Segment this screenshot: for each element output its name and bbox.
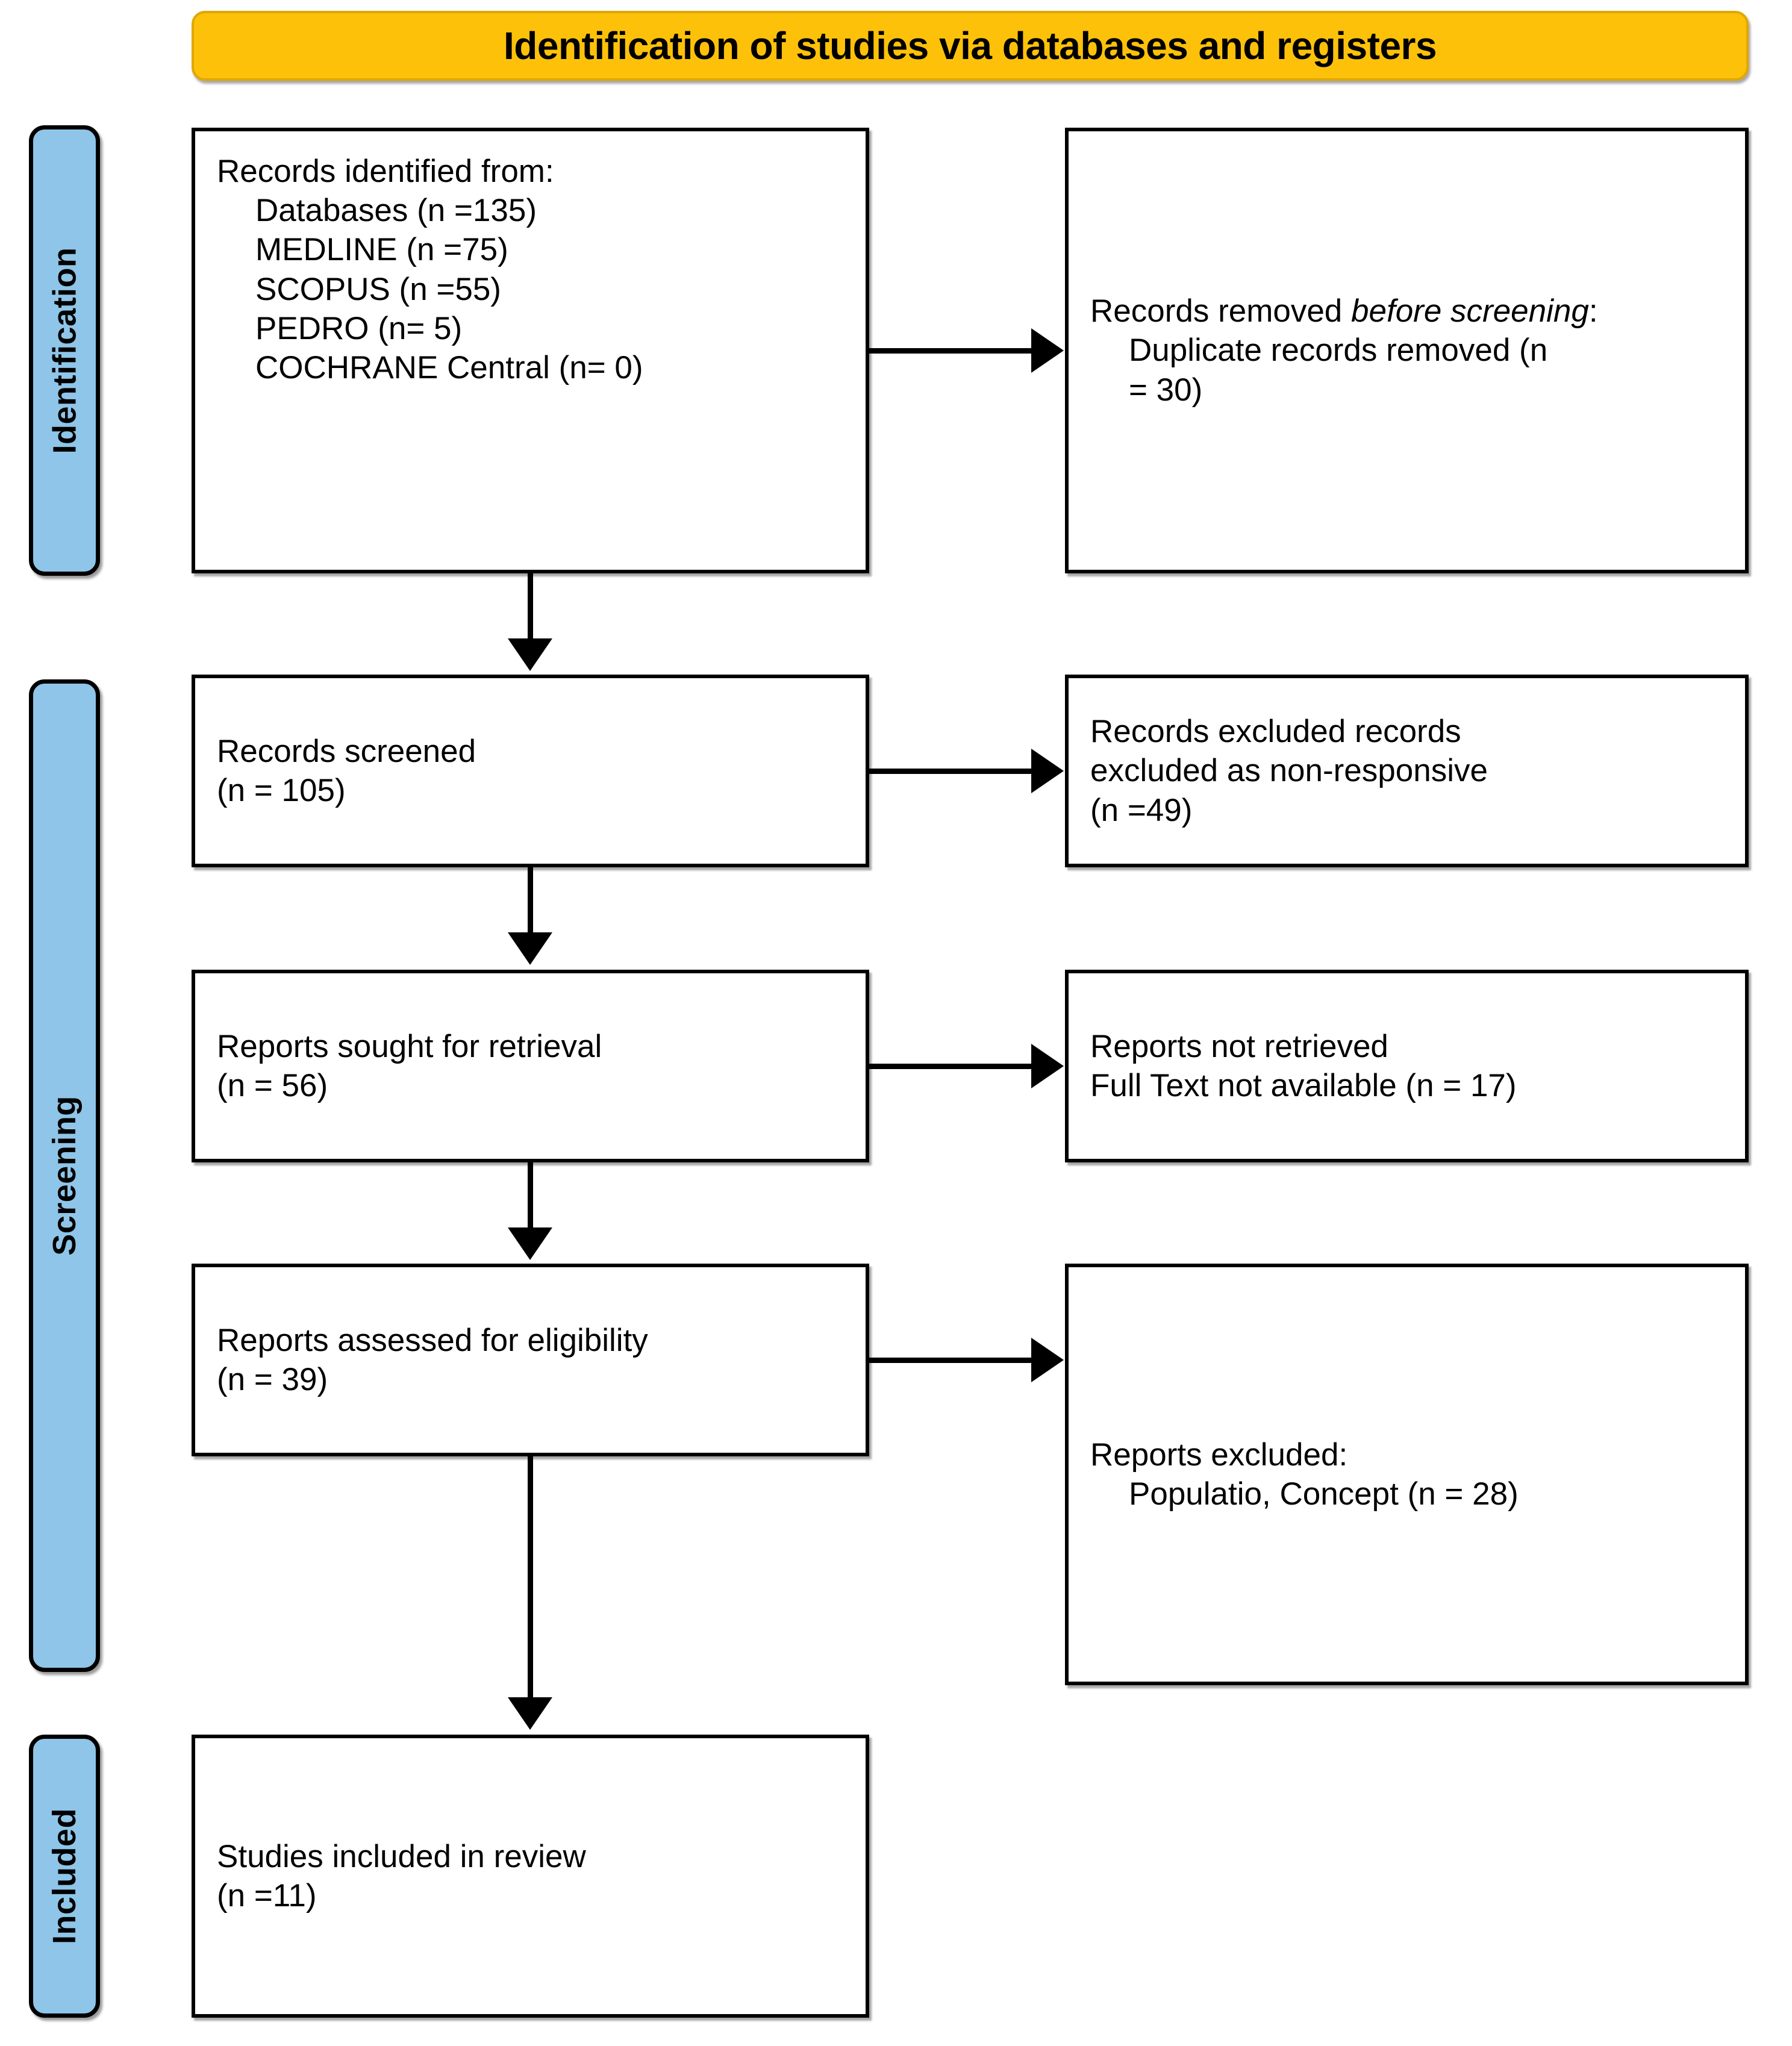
stage-label-included-text: Included bbox=[46, 1807, 83, 1945]
records-identified-cochrane: COCHRANE Central (n= 0) bbox=[255, 349, 643, 385]
studies-included-count: (n =11) bbox=[217, 1878, 317, 1913]
records-excluded-line2: excluded as non-responsive bbox=[1090, 753, 1488, 789]
reports-assessed-label: Reports assessed for eligibility bbox=[217, 1322, 648, 1358]
box-reports-assessed: Reports assessed for eligibility (n = 39… bbox=[192, 1264, 869, 1456]
studies-included-label: Studies included in review bbox=[217, 1838, 586, 1874]
reports-assessed-count: (n = 39) bbox=[217, 1362, 328, 1397]
connector-identified-to-removed bbox=[869, 348, 1033, 354]
reports-sought-count: (n = 56) bbox=[217, 1068, 328, 1103]
arrow-right-icon-screened-to-excluded bbox=[1031, 749, 1064, 793]
arrow-down-icon-identified-to-screened bbox=[508, 638, 552, 671]
box-reports-not-retrieved: Reports not retrieved Full Text not avai… bbox=[1065, 970, 1749, 1162]
connector-sought-to-not-retrieved bbox=[869, 1064, 1033, 1069]
connector-screened-to-excluded bbox=[869, 769, 1033, 774]
arrow-down-icon-screened-to-sought bbox=[508, 932, 552, 965]
arrow-down-icon-assessed-to-included bbox=[508, 1697, 552, 1730]
box-reports-sought: Reports sought for retrieval (n = 56) bbox=[192, 970, 869, 1162]
arrow-down-icon-sought-to-assessed bbox=[508, 1227, 552, 1260]
records-removed-heading-plain: Records removed bbox=[1090, 293, 1352, 329]
records-identified-pedro: PEDRO (n= 5) bbox=[255, 310, 463, 346]
records-screened-label: Records screened bbox=[217, 733, 476, 769]
reports-excluded-reasons: Populatio, Concept (n = 28) bbox=[1129, 1476, 1519, 1512]
connector-assessed-to-excluded-reports bbox=[869, 1358, 1033, 1363]
arrow-right-icon-identified-to-removed bbox=[1031, 328, 1064, 373]
reports-not-retrieved-count: Full Text not available (n = 17) bbox=[1090, 1068, 1517, 1103]
stage-label-identification: Identification bbox=[29, 125, 100, 576]
stage-label-screening-text: Screening bbox=[46, 1096, 83, 1256]
stage-label-identification-text: Identification bbox=[46, 247, 83, 454]
records-identified-medline: MEDLINE (n =75) bbox=[255, 232, 508, 268]
records-screened-count: (n = 105) bbox=[217, 773, 346, 808]
box-studies-included: Studies included in review (n =11) bbox=[192, 1735, 869, 2018]
records-excluded-line1: Records excluded records bbox=[1090, 714, 1461, 750]
arrow-right-icon-assessed-to-excluded-reports bbox=[1031, 1338, 1064, 1382]
reports-not-retrieved-label: Reports not retrieved bbox=[1090, 1028, 1388, 1064]
records-removed-heading: Records removed before screening: bbox=[1090, 292, 1598, 331]
records-removed-heading-italic: before screening bbox=[1351, 293, 1589, 329]
box-records-removed: Records removed before screening: Duplic… bbox=[1065, 128, 1749, 573]
records-excluded-count: (n =49) bbox=[1090, 792, 1193, 828]
connector-sought-to-assessed bbox=[528, 1162, 533, 1230]
records-removed-heading-suffix: : bbox=[1588, 293, 1598, 329]
stage-label-included: Included bbox=[29, 1735, 100, 2018]
records-identified-heading: Records identified from: bbox=[217, 154, 554, 189]
arrow-right-icon-sought-to-not-retrieved bbox=[1031, 1044, 1064, 1088]
banner-title: Identification of studies via databases … bbox=[503, 24, 1437, 67]
stage-label-screening: Screening bbox=[29, 679, 100, 1672]
records-removed-duplicate-line1: Duplicate records removed (n bbox=[1129, 332, 1548, 369]
reports-excluded-heading: Reports excluded: bbox=[1090, 1436, 1348, 1473]
records-removed-duplicate-line2: = 30) bbox=[1129, 372, 1203, 408]
connector-assessed-to-included bbox=[528, 1456, 533, 1697]
connector-identified-to-screened bbox=[528, 573, 533, 641]
diagram-banner: Identification of studies via databases … bbox=[192, 11, 1749, 81]
reports-sought-label: Reports sought for retrieval bbox=[217, 1028, 602, 1064]
connector-screened-to-sought bbox=[528, 867, 533, 935]
box-records-excluded: Records excluded records excluded as non… bbox=[1065, 675, 1749, 867]
box-reports-excluded: Reports excluded: Populatio, Concept (n … bbox=[1065, 1264, 1749, 1685]
box-records-identified: Records identified from: Databases (n =1… bbox=[192, 128, 869, 573]
box-records-screened: Records screened (n = 105) bbox=[192, 675, 869, 867]
records-identified-scopus: SCOPUS (n =55) bbox=[255, 271, 501, 307]
records-identified-databases: Databases (n =135) bbox=[255, 193, 537, 229]
